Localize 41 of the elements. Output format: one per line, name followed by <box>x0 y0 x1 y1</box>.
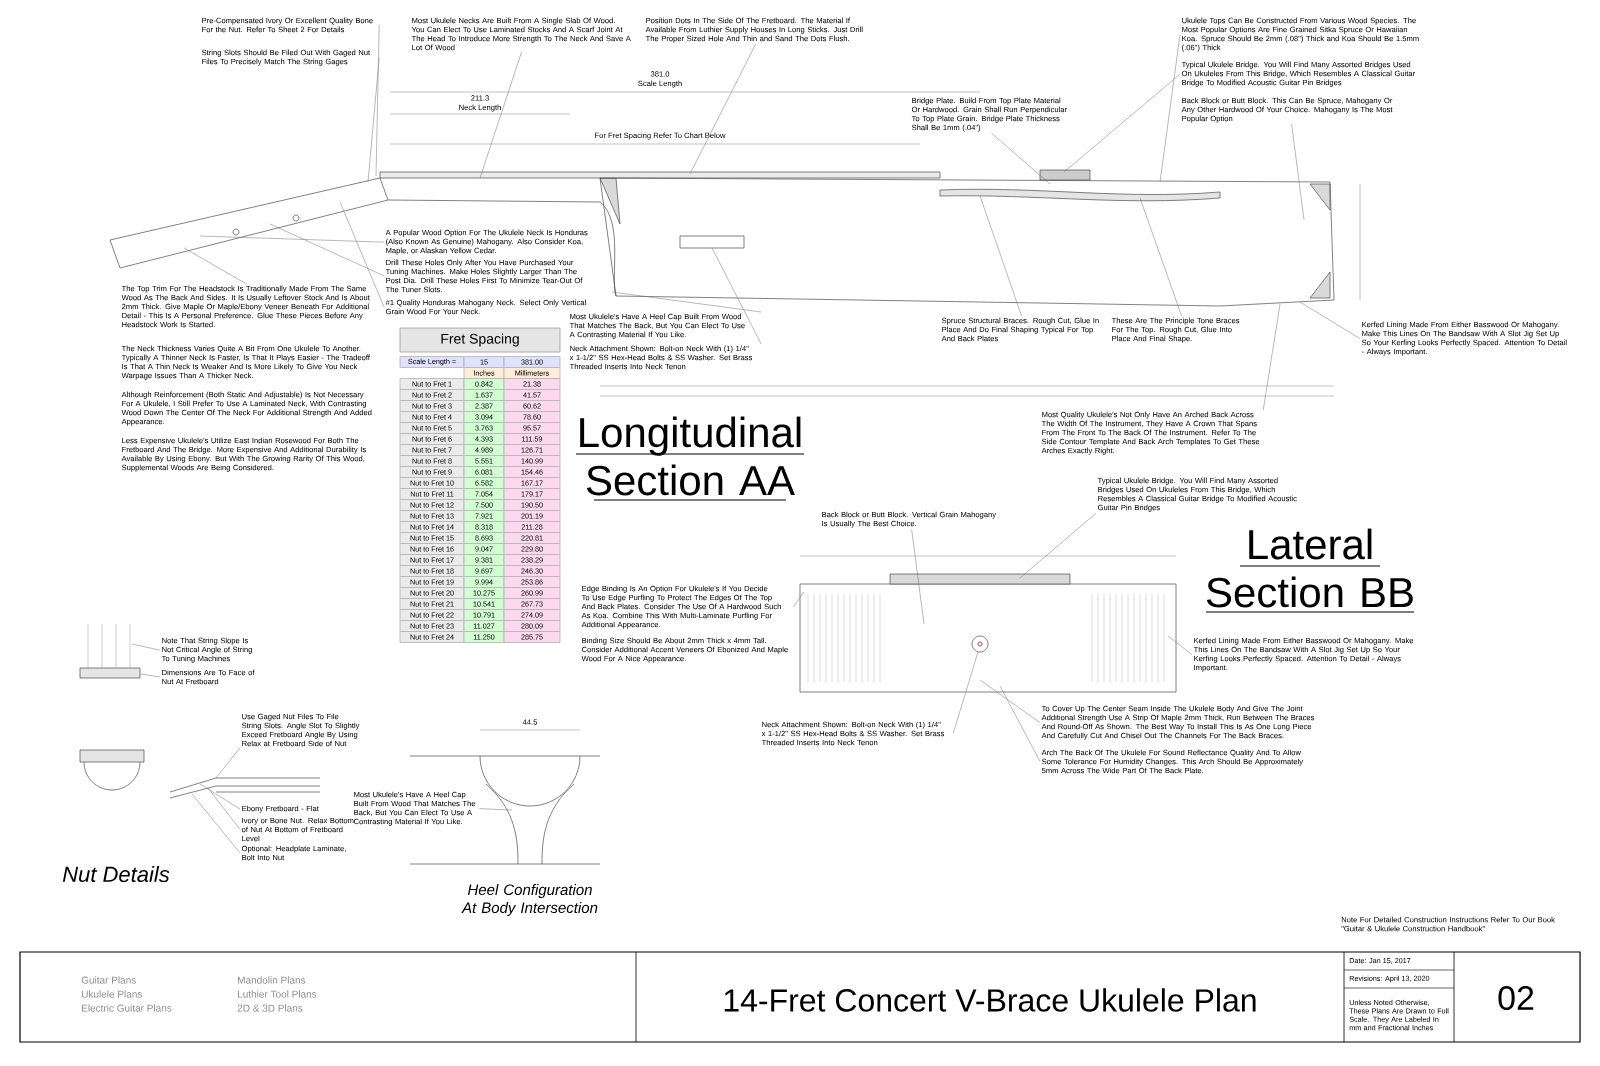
leader-line <box>339 201 385 308</box>
leader-line <box>183 247 247 285</box>
leader-line <box>999 685 1041 762</box>
leader-line <box>367 57 380 183</box>
leader-line <box>952 651 979 734</box>
leader-line <box>269 223 385 277</box>
section-title: Lateral Section BB <box>1206 528 1413 608</box>
leader-line <box>689 44 756 175</box>
leader-line <box>479 51 522 179</box>
leader-line <box>191 793 241 854</box>
leader-line <box>1167 635 1193 655</box>
leader-line <box>478 808 513 811</box>
leader-line <box>139 673 161 678</box>
nut-side-drawing <box>169 777 321 799</box>
leader-line <box>375 24 380 177</box>
detail-title: Nut Details <box>62 865 170 883</box>
leader-line <box>991 133 1051 185</box>
leader-line <box>979 679 1041 723</box>
longitudinal-section-drawing <box>109 169 1335 307</box>
leader-line <box>207 787 241 830</box>
leader-line <box>1299 301 1361 339</box>
nut-detail-drawing <box>79 623 145 791</box>
leader-line <box>215 747 241 779</box>
section-title: Longitudinal Section AA <box>580 416 801 496</box>
leader-line <box>1159 34 1181 183</box>
leader-line <box>1291 124 1305 221</box>
leader-line <box>1262 303 1281 411</box>
leader-line <box>792 591 805 608</box>
leader-line <box>1139 197 1182 317</box>
leader-line <box>131 643 161 651</box>
leader-line <box>1019 513 1097 579</box>
leader-line <box>1063 73 1181 173</box>
lateral-section-drawing <box>799 573 1177 693</box>
leader-line <box>611 291 762 313</box>
leader-line <box>199 235 385 243</box>
plan-title: 14-Fret Concert V-Brace Ukulele Plan <box>724 988 1256 1012</box>
sheet-number: 02 <box>1498 985 1534 1011</box>
leader-line <box>911 529 925 625</box>
leader-line <box>199 783 241 810</box>
leader-line <box>711 247 762 345</box>
leader-line <box>979 195 1022 317</box>
